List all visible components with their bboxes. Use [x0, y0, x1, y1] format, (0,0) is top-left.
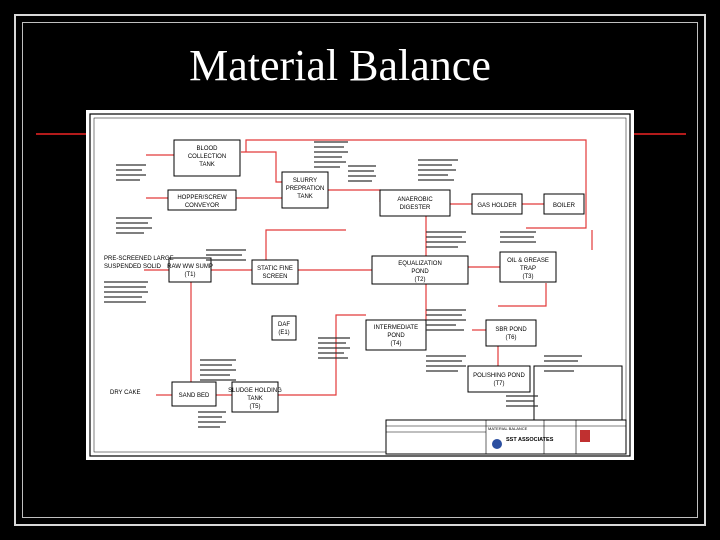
- hopper-conveyor-box: [167, 189, 237, 211]
- sludge-label-3: (T5): [250, 404, 261, 410]
- anaerobic-label-1: ANAEROBIC: [397, 197, 433, 203]
- diagram-sheet: BLOOD COLLECTION TANK HOPPER/SCREW CONVE…: [86, 110, 634, 460]
- polishing-pond-box: [467, 365, 531, 393]
- oil-label-3: (T3): [523, 274, 534, 280]
- gas-holder-box: [471, 193, 523, 215]
- inter-label-1: INTERMEDIATE: [374, 325, 418, 331]
- anaerobic-digester-box: [379, 189, 451, 217]
- drawing-border-inner: [93, 117, 627, 453]
- equal-label-2: POND: [411, 269, 429, 275]
- title-rule-left: [36, 133, 88, 135]
- material-balance-diagram: BLOOD COLLECTION TANK HOPPER/SCREW CONVE…: [89, 113, 631, 457]
- boiler-label: BOILER: [553, 203, 576, 209]
- prescreen-label-1: PRE-SCREENED LARGE: [104, 256, 174, 262]
- intermediate-pond-box: [365, 319, 427, 351]
- static-screen-box: [251, 259, 299, 285]
- sand-bed-label: SAND BED: [179, 393, 210, 399]
- daf-label-1: DAF: [278, 322, 290, 328]
- sbr-label-2: (T6): [506, 335, 517, 341]
- daf-label-2: (E1): [278, 330, 289, 336]
- blood-label-3: TANK: [199, 162, 215, 168]
- dry-cake-label: DRY CAKE: [110, 390, 140, 396]
- boiler-box: [543, 193, 585, 215]
- inter-label-2: POND: [387, 333, 405, 339]
- title-block-drawing: MATERIAL BALANCE: [488, 426, 528, 431]
- daf-box: [271, 315, 297, 341]
- polish-label-2: (T7): [494, 381, 505, 387]
- title-block-company: SST ASSOCIATES: [506, 437, 554, 443]
- polish-label-1: POLISHING POND: [473, 373, 525, 379]
- sand-bed-box: [171, 381, 217, 407]
- sbr-pond-box: [485, 319, 537, 347]
- equal-label-1: EQUALIZATION: [398, 261, 442, 267]
- slurry-tank-box: [281, 171, 329, 209]
- sludge-label-2: TANK: [247, 396, 263, 402]
- oil-label-1: OIL & GREASE: [507, 258, 549, 264]
- slurry-label-2: PREPRATION: [286, 186, 325, 192]
- raw-sump-label-1: RAW WW SUMP: [167, 264, 213, 270]
- raw-sump-label-2: (T1): [185, 272, 196, 278]
- notes-box: [533, 365, 623, 427]
- title-rule-right: [634, 133, 686, 135]
- gas-holder-label: GAS HOLDER: [477, 203, 517, 209]
- sludge-tank-box: [231, 381, 279, 413]
- inter-label-3: (T4): [391, 341, 402, 347]
- blood-label-2: COLLECTION: [188, 154, 226, 160]
- equal-label-3: (T2): [415, 277, 426, 283]
- static-label-2: SCREEN: [262, 274, 287, 280]
- sbr-label-1: SBR POND: [495, 327, 527, 333]
- raw-ww-sump-box: [168, 257, 212, 283]
- slurry-label-1: SLURRY: [293, 178, 317, 184]
- slide-border-inner: [22, 22, 698, 518]
- equalization-pond-box: [371, 255, 469, 285]
- sludge-label-1: SLUDGE HOLDING: [228, 388, 282, 394]
- hopper-label-1: HOPPER/SCREW: [177, 195, 227, 201]
- slide-border-outer: [14, 14, 706, 526]
- blood-label-1: BLOOD: [196, 146, 218, 152]
- blood-collection-tank-box: [173, 139, 241, 177]
- oil-trap-box: [499, 251, 557, 283]
- slide-title: Material Balance: [189, 41, 491, 90]
- stream-annotations: [104, 141, 582, 428]
- slurry-label-3: TANK: [297, 194, 313, 200]
- oil-label-2: TRAP: [520, 266, 536, 272]
- static-label-1: STATIC FINE: [257, 266, 293, 272]
- drawing-title-block: SST ASSOCIATES MATERIAL BALANCE: [385, 419, 627, 455]
- anaerobic-label-2: DIGESTER: [400, 205, 431, 211]
- prescreen-label-2: SUSPENDED SOLID: [104, 264, 162, 270]
- hopper-label-2: CONVEYOR: [185, 203, 220, 209]
- drawing-border: [89, 113, 631, 457]
